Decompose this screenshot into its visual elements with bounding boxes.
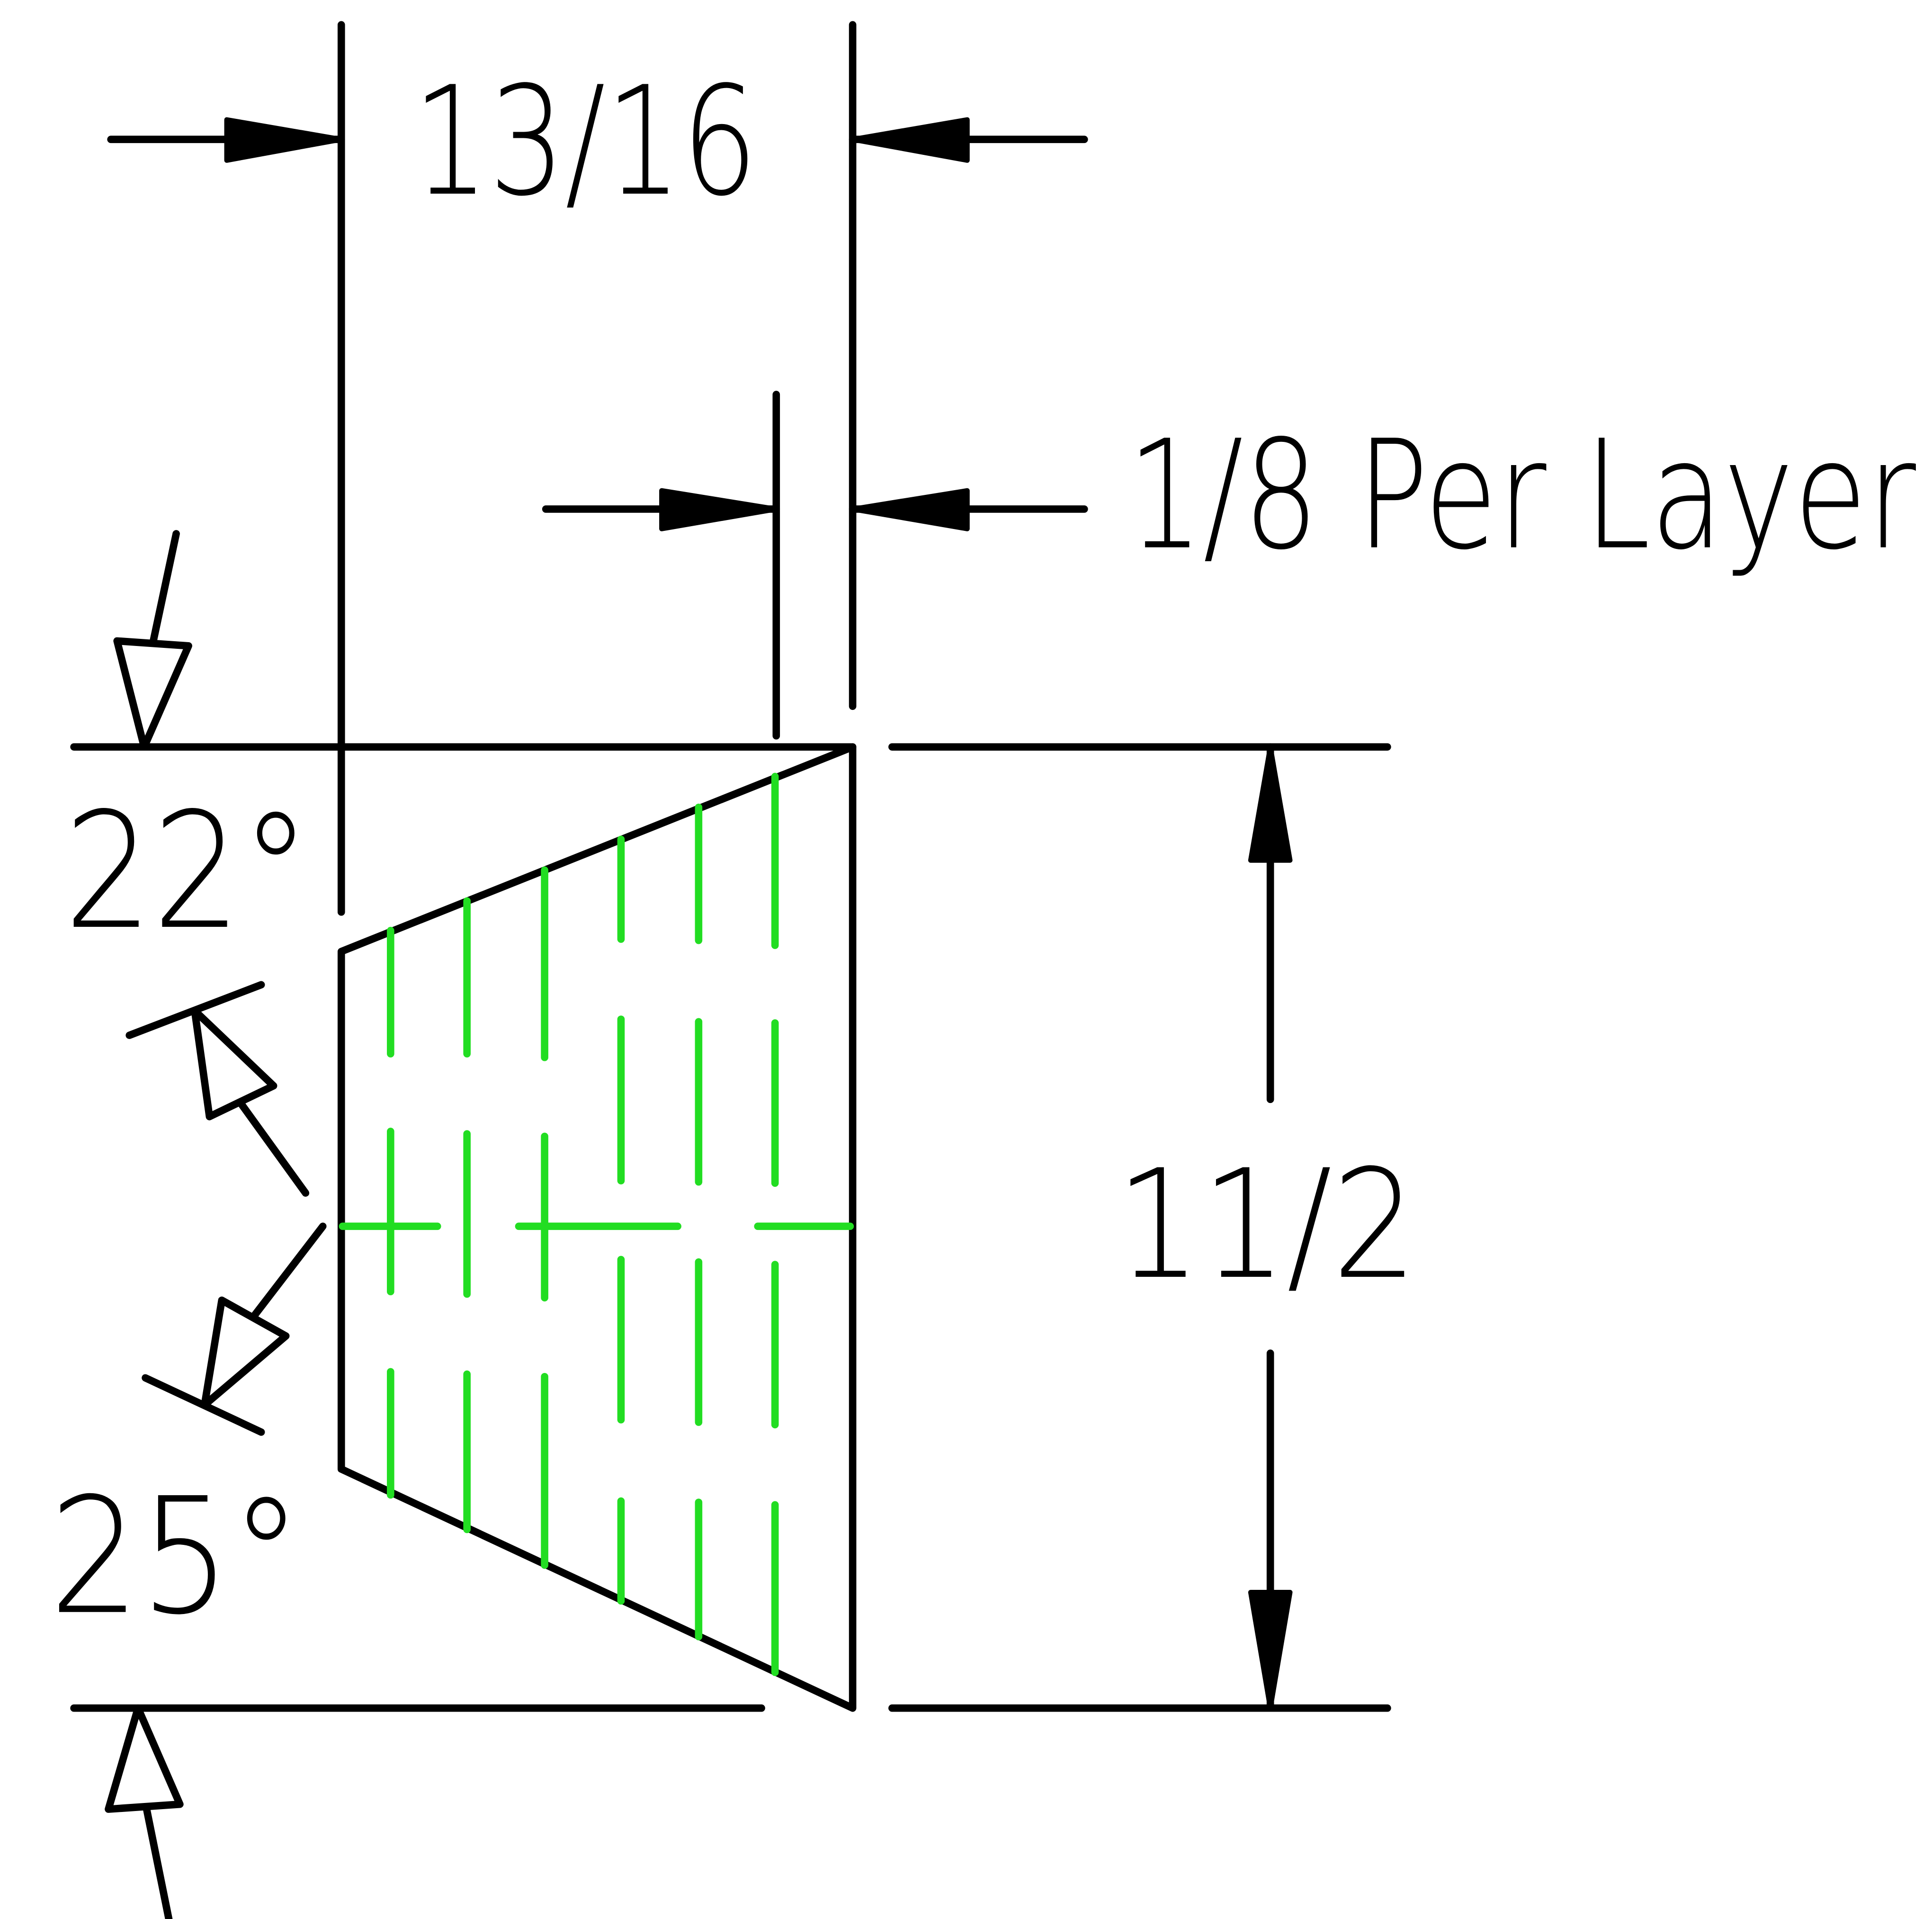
top-angle-leader bbox=[149, 530, 180, 647]
per-layer-label: 1/8 Per Layer bbox=[1127, 408, 1917, 583]
top-angle-arrowhead bbox=[113, 637, 192, 751]
bevel-profile-outline bbox=[337, 743, 857, 1712]
height-label: 11/2 bbox=[1116, 1137, 1418, 1312]
bottom-angle-label: 25° bbox=[49, 1463, 302, 1650]
hatch-pattern bbox=[339, 772, 854, 1677]
upper-angle-leader bbox=[238, 1100, 310, 1197]
height-dim-top-arrowhead bbox=[1248, 744, 1293, 863]
top-dim-left-arrowhead bbox=[224, 117, 344, 163]
upper-angle-arrowhead bbox=[191, 1007, 277, 1121]
top-dim-right-arrowhead bbox=[850, 117, 970, 163]
lower-angle-leader bbox=[250, 1222, 327, 1320]
top-width-label: 13/16 bbox=[413, 54, 758, 229]
top-angle-label: 22° bbox=[64, 778, 310, 965]
bottom-angle-leader bbox=[143, 1805, 173, 1919]
bottom-angle-arrowhead bbox=[105, 1704, 184, 1813]
height-dim-bottom-arrowhead bbox=[1248, 1589, 1293, 1711]
layer-dim-left-arrowhead bbox=[659, 488, 779, 531]
layer-dim-right-arrowhead bbox=[850, 488, 970, 531]
lower-angle-arrowhead bbox=[201, 1296, 290, 1409]
